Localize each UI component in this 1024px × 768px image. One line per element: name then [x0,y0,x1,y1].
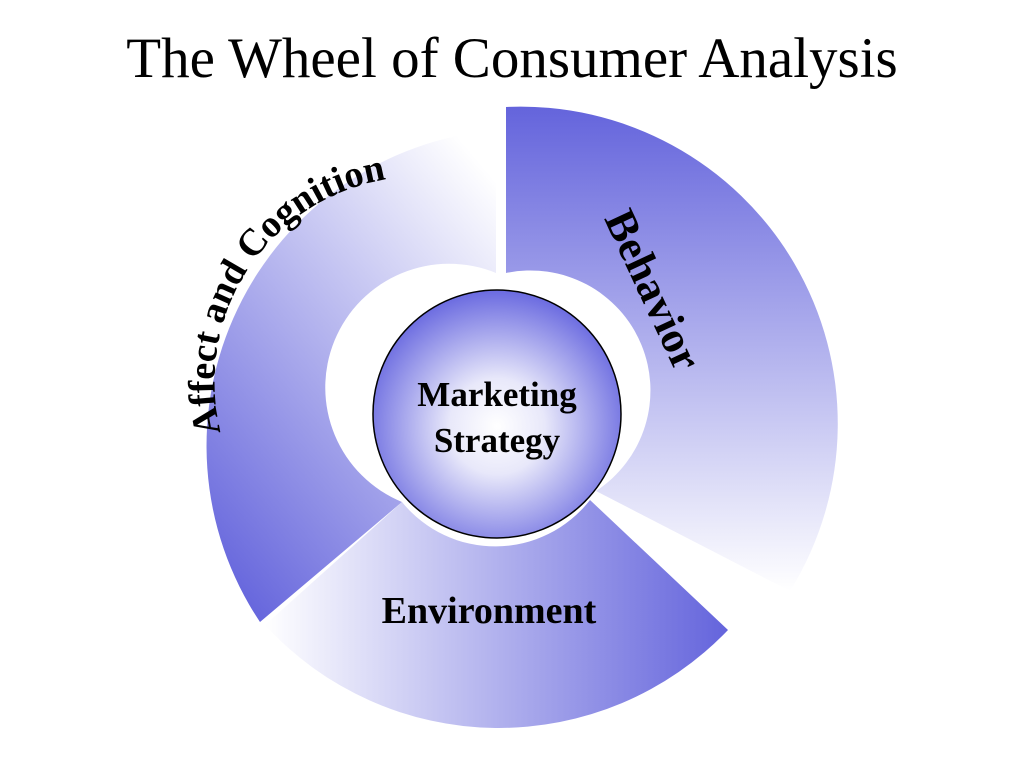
environment-label: Environment [382,590,597,632]
behavior-segment [506,106,838,591]
marketing-strategy-hub [372,289,622,539]
environment-segment [265,500,728,728]
hub-label-line2: Strategy [434,421,561,460]
affect-cognition-segment [206,130,497,622]
slide-title: The Wheel of Consumer Analysis [126,27,898,90]
hub-label-line1: Marketing [417,375,577,414]
